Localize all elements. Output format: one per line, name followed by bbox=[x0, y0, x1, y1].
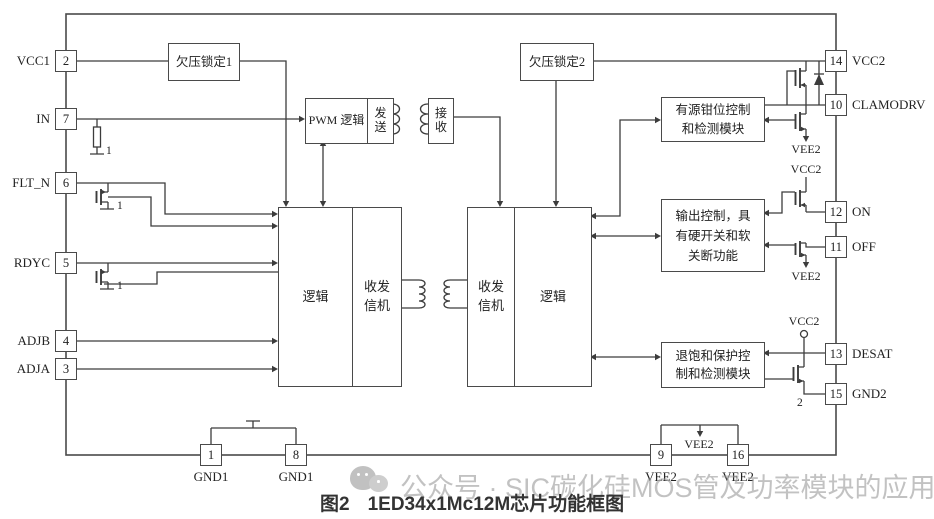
net-label-vcc2-desat: VCC2 bbox=[788, 314, 820, 328]
clamp-diode bbox=[814, 74, 824, 85]
pin-7: 7 bbox=[55, 108, 77, 130]
secondary-logic-label: 逻辑 bbox=[514, 208, 591, 386]
secondary-transceiver-label: 收发 信机 bbox=[477, 279, 504, 313]
chip-outline bbox=[65, 13, 837, 456]
wechat-icon bbox=[350, 466, 396, 496]
primary-logic-label: 逻辑 bbox=[302, 288, 329, 304]
pin-6: 6 bbox=[55, 172, 77, 194]
receive-label: 接 收 bbox=[434, 106, 447, 134]
pin-label-gnd2: GND2 bbox=[852, 386, 887, 401]
pin-label-vee2-b: VEE2 bbox=[722, 469, 754, 484]
pin-16: 16 bbox=[727, 444, 749, 466]
uvlo1-label: 欠压锁定1 bbox=[175, 54, 233, 69]
pin-label-adjb: ADJB bbox=[17, 333, 50, 348]
pin-label-gnd1-b: GND1 bbox=[278, 469, 314, 484]
receive-block: 接 收 bbox=[428, 98, 454, 144]
desat-control-block: 退饱和保护控 制和检测模块 bbox=[661, 342, 765, 388]
in-pulldown-resistor bbox=[92, 126, 102, 148]
ref-desat-gnd: 2 bbox=[797, 397, 803, 409]
pwm-logic-block: PWM 逻辑 发 送 bbox=[305, 98, 394, 144]
primary-transceiver-label: 收发 信机 bbox=[352, 208, 401, 386]
pin-label-adja: ADJA bbox=[16, 361, 50, 376]
pin-11: 11 bbox=[825, 236, 847, 258]
caption-number: 图2 bbox=[320, 494, 350, 515]
figure-caption: 图2 1ED34x1Mc12M芯片功能框图 bbox=[320, 489, 624, 516]
caption-title: 1ED34x1Mc12M芯片功能框图 bbox=[367, 494, 625, 515]
pin-label-off: OFF bbox=[852, 239, 876, 254]
uvlo2-label: 欠压锁定2 bbox=[528, 54, 586, 69]
net-label-vee2-clamp: VEE2 bbox=[791, 142, 821, 156]
pin-8: 8 bbox=[285, 444, 307, 466]
ref-in-pulldown: 1 bbox=[106, 145, 112, 157]
ref-fltn-gnd: 1 bbox=[117, 200, 123, 212]
net-label-vee2-off: VEE2 bbox=[791, 269, 821, 283]
arrowheads bbox=[101, 82, 810, 437]
pin-4: 4 bbox=[55, 330, 77, 352]
pin-10: 10 bbox=[825, 94, 847, 116]
pin-2: 2 bbox=[55, 50, 77, 72]
pin-14: 14 bbox=[825, 50, 847, 72]
signal-transformer bbox=[391, 103, 429, 135]
desat-current-source bbox=[799, 329, 809, 339]
mosfet-bars bbox=[95, 68, 801, 383]
pin-label-vcc1: VCC1 bbox=[16, 53, 50, 68]
pwm-logic-label: PWM 逻辑 bbox=[308, 113, 365, 128]
output-control-block: 输出控制，具 有硬开关和软 关断功能 bbox=[661, 199, 765, 272]
ref-rdyc-gnd: 1 bbox=[117, 280, 123, 292]
pin-label-in: IN bbox=[36, 111, 50, 126]
output-control-label: 输出控制，具 有硬开关和软 关断功能 bbox=[675, 208, 751, 263]
pin-label-gnd1-a: GND1 bbox=[193, 469, 229, 484]
pin-label-rdyc: RDYC bbox=[13, 255, 50, 270]
pin-3: 3 bbox=[55, 358, 77, 380]
pin-label-vcc2: VCC2 bbox=[852, 53, 886, 68]
pin-label-clamodrv: CLAMODRV bbox=[852, 97, 926, 112]
secondary-logic-block: 收发 信机 逻辑 bbox=[467, 207, 592, 387]
net-label-vee2-bridge: VEE2 bbox=[684, 437, 714, 451]
pin-1: 1 bbox=[200, 444, 222, 466]
pin-5: 5 bbox=[55, 252, 77, 274]
clamp-control-block: 有源钳位控制 和检测模块 bbox=[661, 97, 765, 142]
data-transformer bbox=[400, 279, 467, 309]
pin-15: 15 bbox=[825, 383, 847, 405]
pin-label-desat: DESAT bbox=[852, 346, 893, 361]
pin-9: 9 bbox=[650, 444, 672, 466]
clamp-control-label: 有源钳位控制 和检测模块 bbox=[675, 103, 751, 136]
transmit-label: 发 送 bbox=[367, 99, 393, 143]
pin-label-vee2-a: VEE2 bbox=[645, 469, 677, 484]
uvlo1-block: 欠压锁定1 bbox=[168, 43, 240, 81]
net-label-vcc2-on: VCC2 bbox=[790, 162, 822, 176]
watermark-text: 公众号 · SIC碳化硅MOS管及功率模块的应用 bbox=[400, 473, 934, 503]
pin-13: 13 bbox=[825, 343, 847, 365]
pin-12: 12 bbox=[825, 201, 847, 223]
pin-label-on: ON bbox=[852, 204, 871, 219]
pin-label-fltn: FLT_N bbox=[12, 175, 50, 190]
desat-control-label: 退饱和保护控 制和检测模块 bbox=[675, 348, 751, 381]
primary-logic-block: 逻辑 收发 信机 bbox=[278, 207, 402, 387]
uvlo2-block: 欠压锁定2 bbox=[520, 43, 594, 81]
